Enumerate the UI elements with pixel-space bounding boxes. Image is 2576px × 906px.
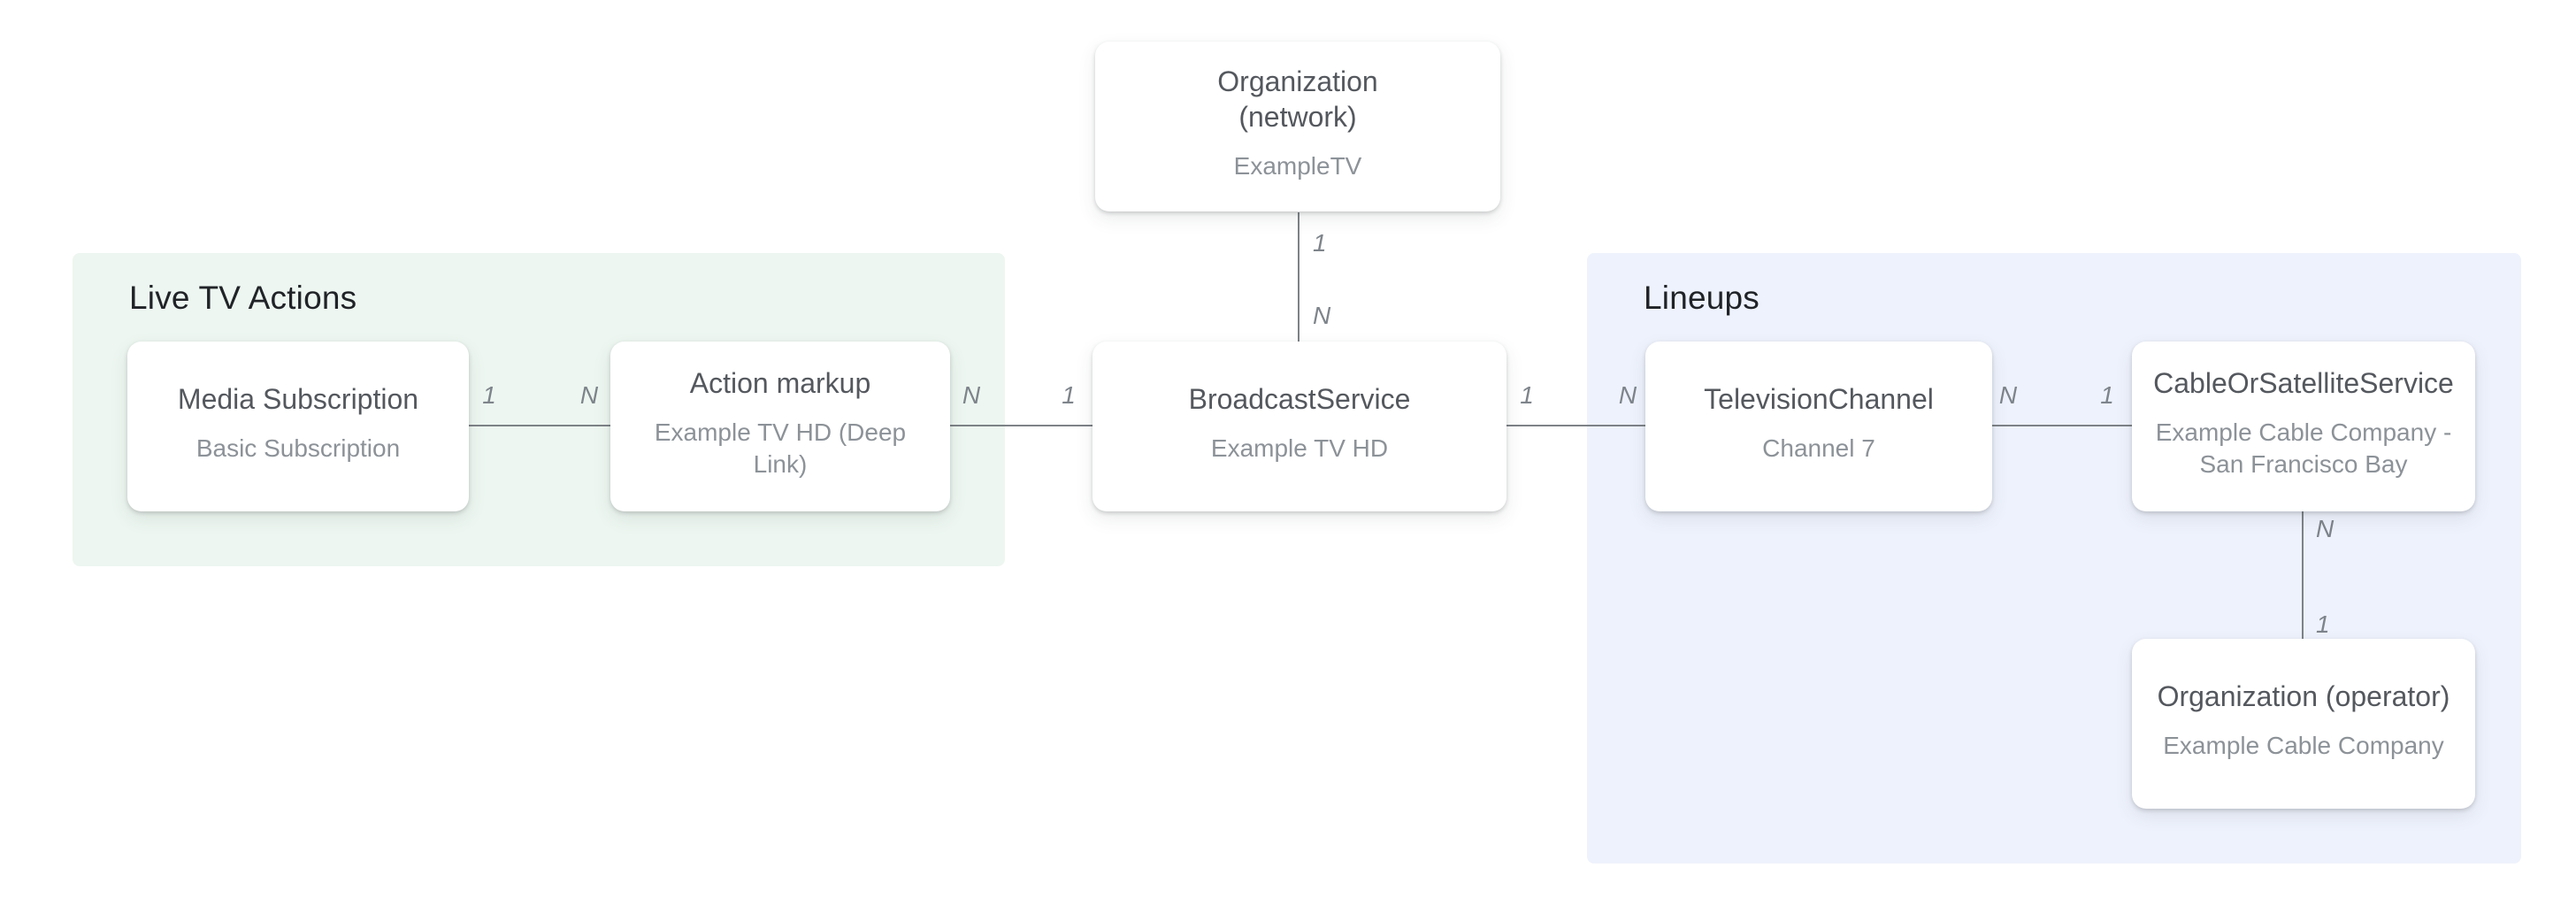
cardinality-label: N: [2316, 515, 2334, 542]
edge-media-to-action: [468, 425, 613, 426]
node-subtitle: Example TV HD: [1210, 434, 1389, 462]
cardinality-label: N: [962, 381, 981, 409]
edge-action-to-broadcast: [947, 425, 1093, 426]
group-title-lineups: Lineups: [1644, 280, 1760, 316]
node-title: Action markup: [689, 367, 871, 399]
node-subtitle: Example Cable Company: [2163, 732, 2444, 759]
node-subtitle: ExampleTV: [1233, 152, 1362, 180]
node-organization-operator: Organization (operator) Example Cable Co…: [2132, 639, 2475, 809]
node-broadcast-service: BroadcastService Example TV HD: [1092, 342, 1506, 511]
edge-network-to-broadcast: [1298, 212, 1300, 342]
node-organization-network: Organization (network) ExampleTV: [1095, 42, 1500, 211]
cardinality-label: 1: [1520, 381, 1534, 409]
cardinality-label: 1: [2100, 381, 2114, 409]
node-title: CableOrSatelliteService: [2153, 367, 2454, 399]
node-title: Organization (operator): [2157, 680, 2450, 712]
node-media-subscription: Media Subscription Basic Subscription: [127, 342, 469, 511]
node-cable-or-satellite-service: CableOrSatelliteService Example Cable Co…: [2132, 342, 2475, 511]
cardinality-label: N: [1313, 302, 1331, 329]
cardinality-label: 1: [482, 381, 496, 409]
cardinality-label: N: [1998, 381, 2018, 409]
node-title: Media Subscription: [177, 383, 419, 415]
cardinality-label: 1: [1062, 381, 1076, 409]
edge-broadcast-to-channel: [1505, 425, 1646, 426]
node-title: Organization (network): [1217, 65, 1378, 133]
node-subtitle: Basic Subscription: [196, 434, 401, 462]
edge-cable-to-operator: [2302, 511, 2304, 640]
cardinality-label: N: [1618, 381, 1637, 409]
node-television-channel: TelevisionChannel Channel 7: [1645, 342, 1992, 511]
node-subtitle: Example Cable Company - San Francisco Ba…: [2155, 418, 2452, 478]
cardinality-label: 1: [2316, 610, 2330, 638]
node-title: TelevisionChannel: [1704, 383, 1934, 415]
cardinality-label: N: [579, 381, 599, 409]
node-action-markup: Action markup Example TV HD (Deep Link): [610, 342, 950, 511]
cardinality-label: 1: [1313, 229, 1327, 257]
node-subtitle: Channel 7: [1762, 434, 1875, 462]
node-title: BroadcastService: [1188, 383, 1411, 415]
group-title-live-tv-actions: Live TV Actions: [129, 280, 357, 316]
edge-channel-to-cable: [1991, 425, 2133, 426]
node-subtitle: Example TV HD (Deep Link): [654, 418, 907, 478]
